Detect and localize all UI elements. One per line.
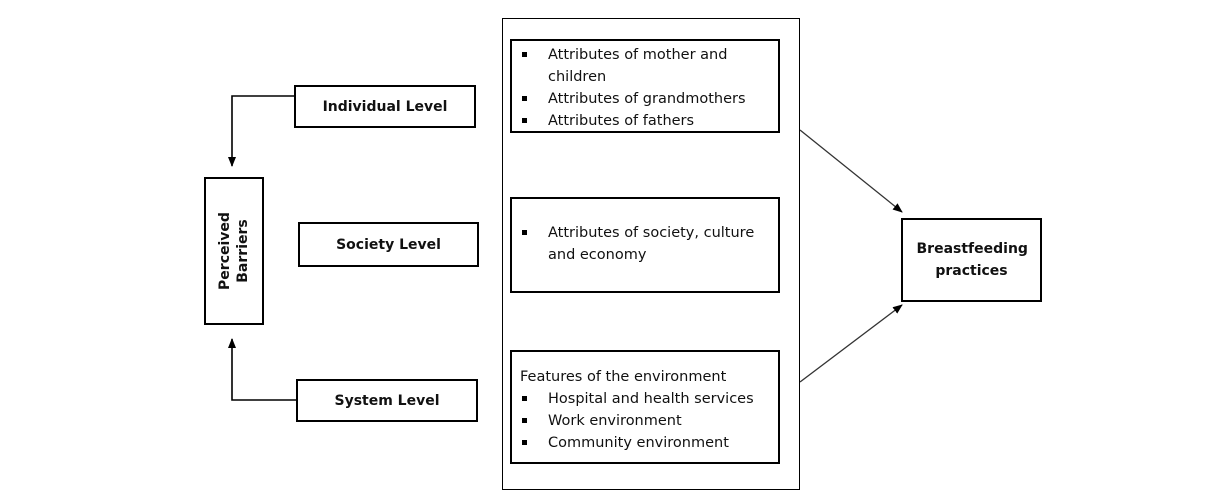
system-attributes-list: Hospital and health services Work enviro…: [520, 388, 770, 454]
list-item: Work environment: [520, 410, 770, 432]
society-level-box: Society Level: [298, 222, 479, 267]
list-item: Attributes of mother and children: [520, 44, 770, 88]
breastfeeding-practices-box: Breastfeeding practices: [901, 218, 1042, 302]
system-level-label: System Level: [334, 392, 440, 409]
system-to-barriers-arrow: [228, 338, 296, 401]
system-level-box: System Level: [296, 379, 478, 422]
individual-attributes-list: Attributes of mother and children Attrib…: [520, 44, 770, 132]
individual-attributes-box: Attributes of mother and children Attrib…: [510, 39, 780, 133]
system-attributes-heading: Features of the environment: [520, 369, 727, 385]
society-attributes-box: Attributes of society, culture and econo…: [510, 197, 780, 293]
system-attributes-box: Features of the environment Hospital and…: [510, 350, 780, 464]
individual-level-label: Individual Level: [322, 98, 448, 115]
individual-to-barriers-arrow: [228, 95, 294, 167]
society-level-label: Society Level: [336, 236, 441, 253]
list-item: Attributes of fathers: [520, 110, 770, 132]
system-attributes-to-outcome-arrow: [799, 304, 903, 383]
individual-attributes-to-outcome-arrow: [799, 129, 903, 213]
society-attributes-list: Attributes of society, culture and econo…: [520, 222, 770, 266]
perceived-barriers-box: Perceived Barriers: [204, 177, 264, 325]
list-item: Attributes of society, culture and econo…: [520, 222, 770, 266]
list-item: Attributes of grandmothers: [520, 88, 770, 110]
list-item: Community environment: [520, 432, 770, 454]
breastfeeding-practices-label: Breastfeeding practices: [916, 241, 1028, 279]
list-item: Hospital and health services: [520, 388, 770, 410]
individual-level-box: Individual Level: [294, 85, 476, 128]
perceived-barriers-label: Perceived Barriers: [217, 212, 251, 290]
